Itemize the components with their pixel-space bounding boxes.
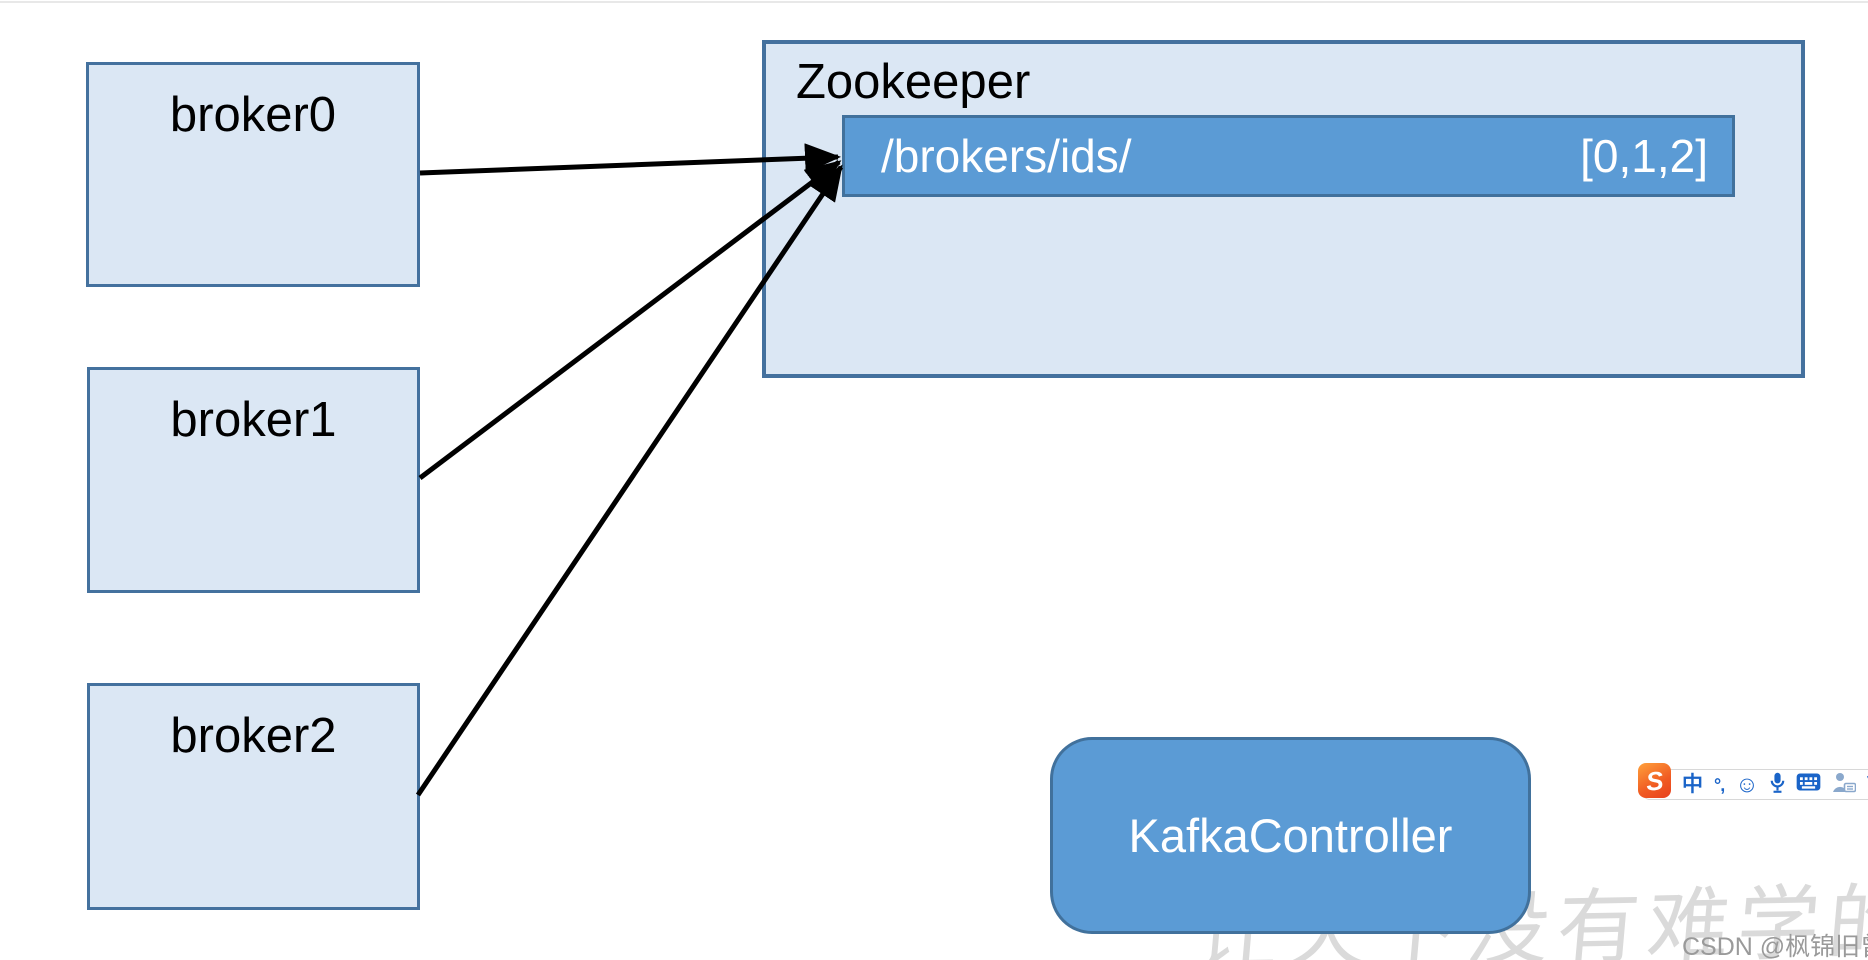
broker0-box: broker0 bbox=[86, 62, 420, 287]
zookeeper-znode-bar: /brokers/ids/ [0,1,2] bbox=[842, 115, 1735, 197]
input-mode-button[interactable]: 中 bbox=[1682, 774, 1703, 795]
broker2-box: broker2 bbox=[87, 683, 420, 910]
znode-path: /brokers/ids/ bbox=[881, 130, 1132, 182]
ime-toolbar-background bbox=[1642, 769, 1868, 800]
znode-value: [0,1,2] bbox=[1580, 130, 1708, 182]
kafka-controller-label: KafkaController bbox=[1128, 809, 1453, 862]
ime-toolbar-icons: 中 °, ☺ bbox=[1678, 769, 1868, 800]
broker0-label: broker0 bbox=[169, 88, 337, 142]
keyboard-icon bbox=[1796, 773, 1821, 796]
csdn-watermark: CSDN @枫锦旧曾谙 bbox=[1682, 933, 1868, 960]
sogou-logo-button[interactable]: S bbox=[1638, 763, 1671, 798]
smiley-icon: ☺ bbox=[1735, 771, 1759, 797]
soft-keyboard-button[interactable] bbox=[1796, 773, 1821, 796]
microphone-icon bbox=[1770, 771, 1785, 799]
punctuation-button[interactable]: °, bbox=[1714, 774, 1725, 795]
broker1-box: broker1 bbox=[87, 367, 420, 593]
sogou-logo-icon: S bbox=[1644, 764, 1665, 797]
emoji-button[interactable]: ☺ bbox=[1735, 773, 1758, 796]
person-toolbox-icon bbox=[1832, 772, 1856, 798]
top-divider bbox=[0, 1, 1868, 3]
broker2-label: broker2 bbox=[170, 709, 337, 763]
toolbox-button[interactable] bbox=[1832, 772, 1856, 798]
chinese-mode-icon: 中 bbox=[1682, 773, 1703, 796]
punctuation-icon: °, bbox=[1714, 774, 1725, 795]
ime-toolbar: S 中 °, ☺ bbox=[1638, 763, 1868, 801]
kafka-controller-box: KafkaController bbox=[1050, 737, 1531, 934]
zookeeper-title: Zookeeper bbox=[796, 55, 1031, 109]
voice-input-button[interactable] bbox=[1770, 771, 1785, 799]
zookeeper-box: Zookeeper /brokers/ids/ [0,1,2] bbox=[762, 40, 1805, 378]
broker1-label: broker1 bbox=[170, 393, 337, 447]
